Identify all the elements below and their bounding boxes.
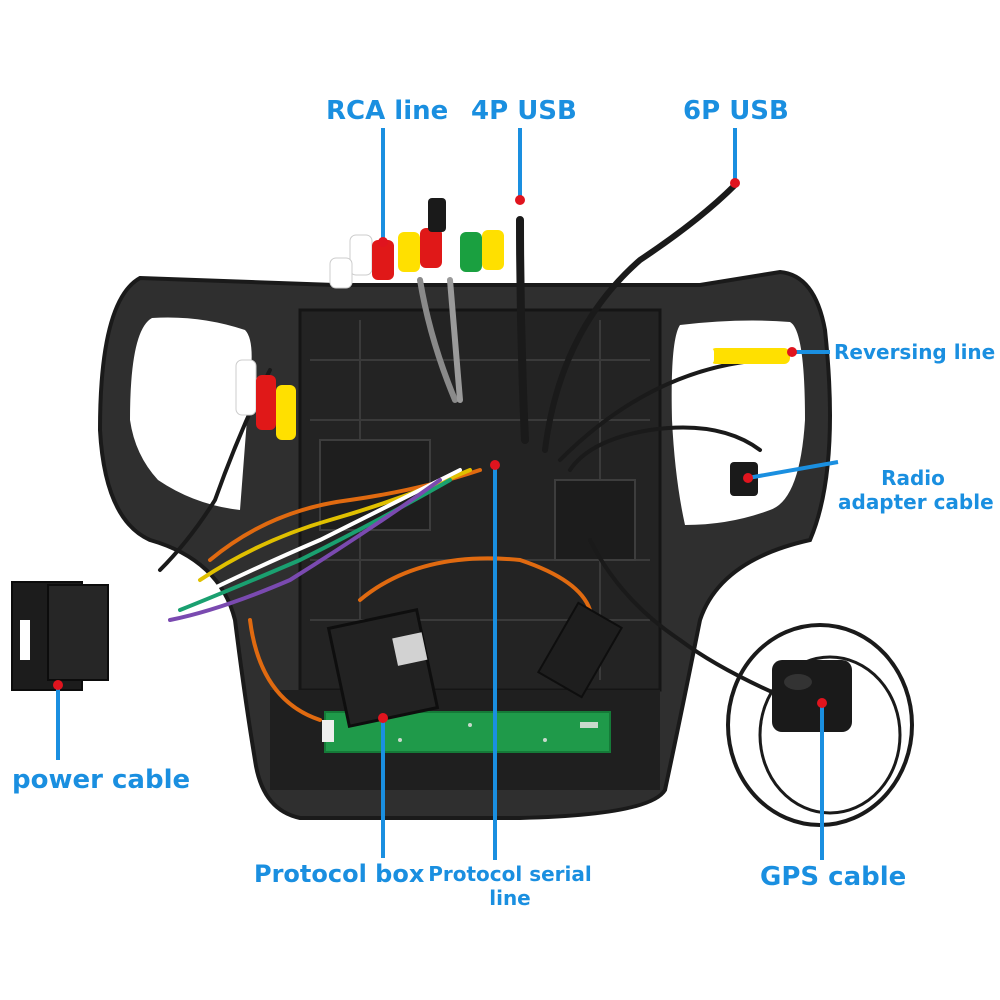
power-connector — [11, 581, 109, 691]
label-radio-adapter-line1: Radio — [881, 466, 945, 490]
label-power-cable: power cable — [12, 765, 191, 795]
left-rca-plugs — [235, 359, 296, 440]
label-protocol-box: Protocol box — [254, 860, 425, 888]
marker-6p-usb — [730, 178, 740, 188]
label-protocol-serial-line: Protocol serial line — [425, 862, 595, 910]
gps-antenna — [726, 623, 914, 827]
reversing-plug — [700, 348, 790, 364]
protocol-box — [326, 607, 440, 729]
label-radio-adapter-line2: adapter cable — [838, 490, 994, 514]
marker-protocol-serial — [490, 460, 500, 470]
marker-gps — [817, 698, 827, 708]
label-6p-usb: 6P USB — [683, 96, 789, 126]
wire-bundle — [158, 182, 792, 722]
label-radio-adapter-cable: Radio adapter cable — [838, 466, 994, 514]
label-protocol-serial-line2: line — [489, 886, 531, 910]
marker-dots — [53, 178, 827, 723]
marker-reversing — [787, 347, 797, 357]
label-gps-cable: GPS cable — [760, 862, 907, 892]
label-4p-usb: 4P USB — [471, 96, 577, 126]
marker-radio-adapter — [743, 473, 753, 483]
rca-plugs — [329, 198, 504, 289]
marker-4p-usb — [515, 195, 525, 205]
label-reversing-line: Reversing line — [834, 340, 996, 364]
label-rca-line: RCA line — [326, 96, 449, 126]
marker-protocol-box — [378, 713, 388, 723]
canbus-connector — [536, 601, 624, 699]
marker-rca — [378, 237, 388, 247]
callout-lines — [56, 128, 839, 860]
marker-power — [53, 680, 63, 690]
label-protocol-serial-line1: Protocol serial — [428, 862, 592, 886]
